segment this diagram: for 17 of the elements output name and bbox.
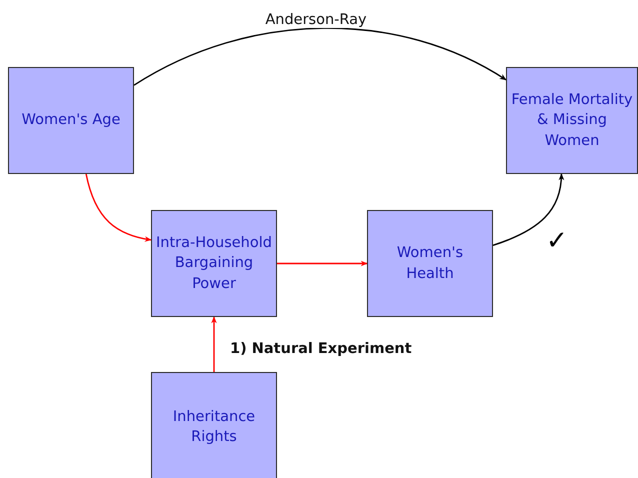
arrow xyxy=(277,260,368,266)
edge-label: Anderson-Ray xyxy=(263,12,369,28)
arrow xyxy=(211,316,217,372)
box-label: Women's Health xyxy=(396,244,464,284)
box-label: Women's Age xyxy=(20,111,122,130)
box-label: Intra-Household Bargaining Power xyxy=(155,234,273,294)
arrow xyxy=(492,173,564,246)
process-box xyxy=(151,210,277,317)
arrow xyxy=(134,28,507,86)
process-box xyxy=(151,372,277,478)
arrow xyxy=(85,174,152,242)
box-label: Female Mortality & Missing Women xyxy=(510,91,634,151)
process-box xyxy=(8,67,134,174)
check-mark: ✓ xyxy=(546,228,568,254)
process-box xyxy=(367,210,493,317)
box-label: Inheritance Rights xyxy=(172,408,256,447)
process-box xyxy=(506,67,638,174)
